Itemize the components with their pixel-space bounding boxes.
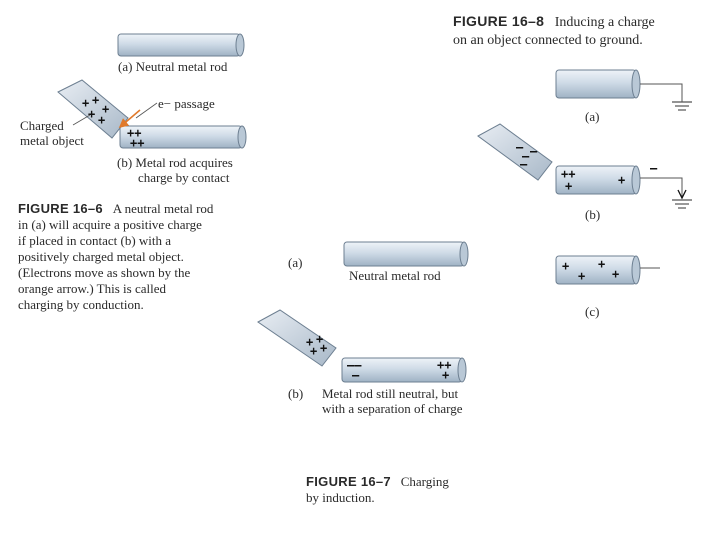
svg-text:+: + (598, 257, 605, 271)
svg-text:++: ++ (561, 167, 575, 181)
svg-text:+: + (442, 368, 449, 382)
fig16-7-caption: FIGURE 16–7 Charging by induction. (306, 474, 506, 506)
fig16-8-caption-line2: on an object connected to ground. (453, 33, 643, 48)
fig16-8-rod-b: ++ + + — (555, 161, 692, 209)
fig16-6-charged-object-label-line2: metal object (20, 133, 84, 148)
fig16-7-label-a: (a) (288, 255, 303, 270)
fig16-6-rod-a (117, 33, 245, 57)
svg-text:—: — (522, 149, 530, 163)
fig16-6-caption: FIGURE 16–6 A neutral metal rod in (a) w… (18, 201, 258, 313)
fig16-6-caption-line: orange arrow.) This is called (18, 281, 167, 296)
svg-text:—: — (530, 144, 538, 158)
svg-text:+: + (82, 96, 89, 110)
fig16-6-label-b-line1: (b) Metal rod acquires (117, 155, 233, 170)
svg-text:++: ++ (437, 358, 451, 372)
svg-text:+: + (306, 335, 313, 349)
fig16-7-charged-object: + + + + (257, 309, 337, 367)
fig16-8-label-a: (a) (585, 109, 600, 124)
fig16-8-label-b: (b) (585, 207, 601, 222)
svg-text:+: + (316, 332, 323, 346)
fig16-7-rod-a-label: Neutral metal rod (349, 268, 441, 283)
fig16-8-rod-a (555, 69, 692, 111)
fig16-6-caption-line: if placed in contact (b) with a (18, 233, 172, 248)
fig16-6-caption-line: positively charged metal object. (18, 249, 184, 264)
fig16-6-rod-b: ++ ++ (119, 125, 247, 150)
fig16-6-caption-title: FIGURE 16–6 (18, 201, 103, 216)
fig16-6-e-passage-label: e− passage (158, 96, 215, 111)
svg-text:——: —— (347, 358, 362, 372)
charged-object-pointer (72, 114, 91, 126)
fig16-8-label-c: (c) (585, 304, 600, 319)
electron-passage-arrow (118, 109, 141, 129)
fig16-8-caption: FIGURE 16–8 Inducing a charge on an obje… (453, 12, 713, 50)
svg-text:+: + (320, 341, 327, 355)
svg-text:+: + (98, 113, 105, 127)
fig16-6-caption-line: in (a) will acquire a positive charge (18, 217, 202, 232)
svg-text:+: + (618, 173, 625, 187)
svg-text:+: + (578, 269, 585, 283)
svg-text:—: — (520, 157, 528, 171)
fig16-8-charged-object: — — — — (477, 123, 553, 181)
fig16-7-caption-line1: Charging (400, 474, 449, 489)
fig16-7-label-b: (b) (288, 386, 304, 401)
svg-text:+: + (92, 93, 99, 107)
svg-text:—: — (516, 140, 524, 154)
fig16-7-caption-title: FIGURE 16–7 (306, 474, 391, 489)
fig16-6-caption-line: charging by conduction. (18, 297, 144, 312)
fig16-7-caption-line2: by induction. (306, 490, 375, 505)
fig16-6-label-b-line2: charge by contact (138, 170, 230, 185)
svg-text:++: ++ (127, 126, 141, 140)
svg-text:—: — (650, 161, 658, 175)
fig16-6-label-a: (a) Neutral metal rod (118, 59, 228, 74)
e-passage-pointer (135, 102, 158, 119)
fig16-8-rod-c: + + + + (555, 255, 660, 285)
fig16-7-rod-b: —— — ++ + (341, 357, 467, 383)
svg-text:+: + (88, 107, 95, 121)
svg-text:++: ++ (130, 136, 144, 150)
fig16-7-label-b-line1: Metal rod still neutral, but (322, 386, 459, 401)
svg-text:—: — (352, 368, 360, 382)
fig16-6-caption-line: A neutral metal rod (112, 201, 214, 216)
svg-text:+: + (565, 179, 572, 193)
fig16-6-charged-object-label-line1: Charged (20, 118, 64, 133)
svg-text:+: + (612, 267, 619, 281)
svg-text:+: + (310, 344, 317, 358)
fig16-8-caption-line1: Inducing a charge (554, 15, 655, 30)
svg-text:+: + (562, 259, 569, 273)
fig16-6-caption-line: (Electrons move as shown by the (18, 265, 191, 280)
fig16-7-rod-a (343, 241, 469, 267)
fig16-6-charged-object: + + + + + (57, 79, 129, 139)
fig16-7-label-b-line2: with a separation of charge (322, 401, 463, 416)
svg-text:+: + (102, 102, 109, 116)
fig16-8-caption-title: FIGURE 16–8 (453, 13, 545, 29)
